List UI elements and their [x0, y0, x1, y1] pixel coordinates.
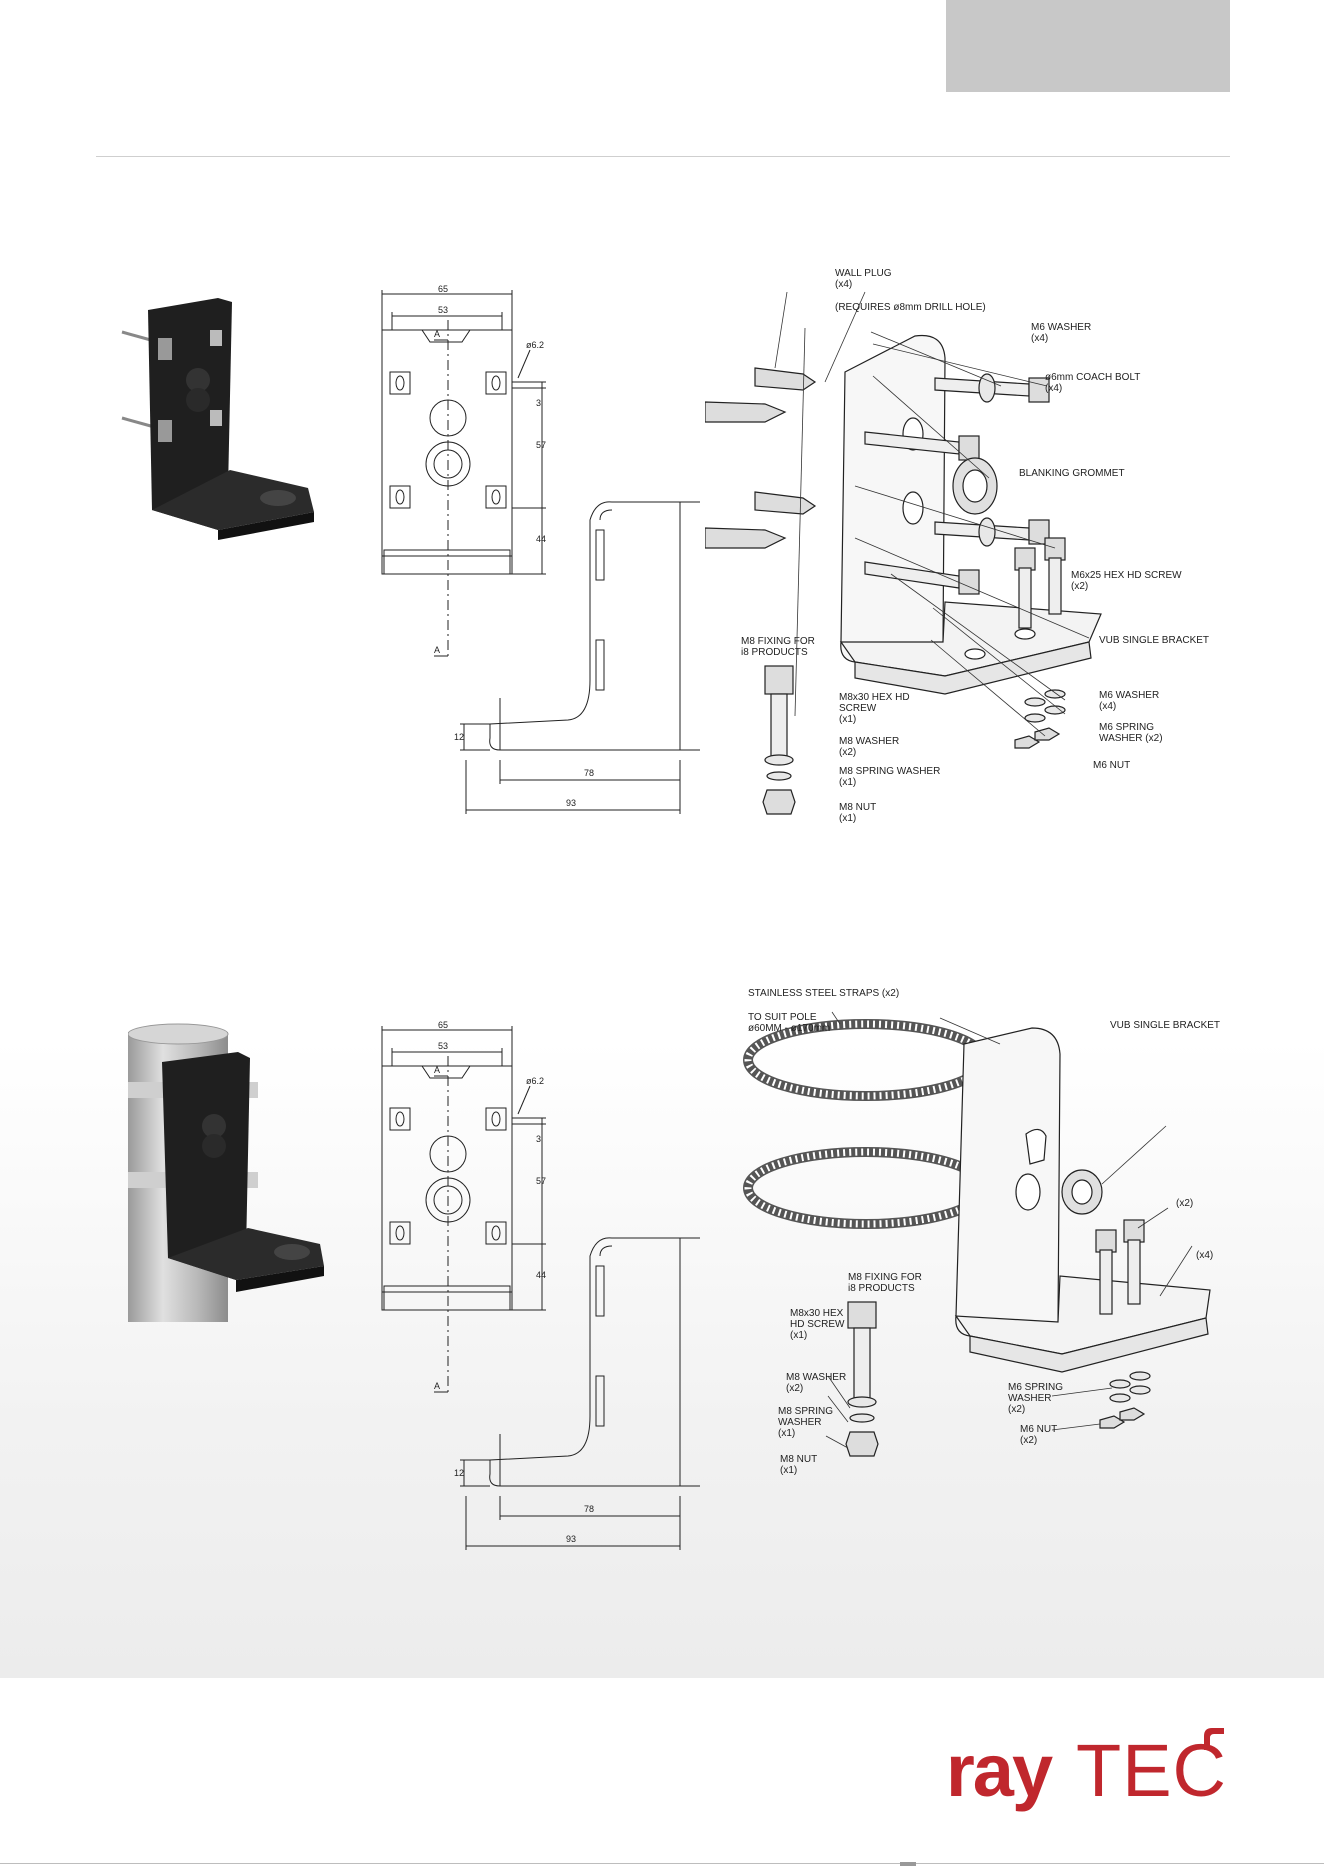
dim-57: 57 [536, 440, 546, 450]
m8x30-label-2: HD SCREW [790, 1319, 845, 1330]
logo-text-ray: ray [946, 1729, 1053, 1812]
m6-nut-qty: (x2) [1020, 1435, 1037, 1446]
m6-washer-label: M6 WASHER [1099, 690, 1159, 701]
header-tab [946, 0, 1230, 92]
x4-label: (x4) [1196, 1250, 1213, 1261]
m6-spring-qty: (x2) [1008, 1404, 1025, 1415]
suit-pole-label-1: TO SUIT POLE [748, 1012, 817, 1023]
dim-78: 78 [584, 1504, 594, 1514]
m8-fixing-label-1: M8 FIXING FOR [741, 636, 815, 647]
m8-nut-label: M8 NUT [839, 802, 876, 813]
pole-exploded-view: STAINLESS STEEL STRAPS (x2) TO SUIT POLE… [743, 988, 1220, 1476]
dim-53: 53 [438, 305, 448, 315]
dim-12: 12 [454, 732, 464, 742]
m6-nut-label: M6 NUT [1093, 760, 1130, 771]
dim-hole: ø6.2 [526, 340, 544, 350]
logo-text-tec: TEC [1076, 1729, 1227, 1812]
m8x30-qty: (x1) [790, 1330, 807, 1341]
wall-plug-label: WALL PLUG [835, 268, 892, 279]
straps-label: STAINLESS STEEL STRAPS (x2) [748, 988, 899, 999]
dim-93: 93 [566, 1534, 576, 1544]
m8-washer-label: M8 WASHER [786, 1372, 846, 1383]
m6-spring-label-1: M6 SPRING [1099, 722, 1154, 733]
dim-3: 3 [536, 1134, 541, 1144]
m8-spring-qty: (x1) [778, 1428, 795, 1439]
m8-washer-qty: (x2) [839, 747, 856, 758]
blanking-grommet-label: BLANKING GROMMET [1019, 468, 1125, 479]
wall-plug-qty: (x4) [835, 279, 852, 290]
m8-washer-label: M8 WASHER [839, 736, 899, 747]
x2-label: (x2) [1176, 1198, 1193, 1209]
suit-pole-label-2: ø60MM - ø170mm [748, 1023, 830, 1034]
wall-bracket-photo [121, 298, 314, 540]
section-a-top: A [434, 329, 440, 339]
section-a-top: A [434, 1065, 440, 1075]
dim-53: 53 [438, 1041, 448, 1051]
m6x25-label: M6x25 HEX HD SCREW [1071, 570, 1182, 581]
m8x30-label-1: M8x30 HEX HD [839, 692, 910, 703]
dim-44: 44 [536, 1270, 546, 1280]
m6-washer-top-qty: (x4) [1031, 333, 1048, 344]
footer [0, 1678, 1324, 1872]
m8-fixing-label-2: i8 PRODUCTS [848, 1283, 915, 1294]
m8x30-label-1: M8x30 HEX [790, 1308, 844, 1319]
footer-rule [0, 1863, 1324, 1864]
m6-washer-top-label: M6 WASHER [1031, 322, 1091, 333]
dim-65: 65 [438, 284, 448, 294]
pole-technical-drawing: 65 53 A A ø6.2 3 57 44 125 12 78 93 [381, 1020, 700, 1550]
m8-nut-label: M8 NUT [780, 1454, 817, 1465]
m6-washer-qty: (x4) [1099, 701, 1116, 712]
dim-57: 57 [536, 1176, 546, 1186]
dim-78: 78 [584, 768, 594, 778]
m6-spring-label-2: WASHER [1008, 1393, 1052, 1404]
dim-44: 44 [536, 534, 546, 544]
m8-nut-qty: (x1) [780, 1465, 797, 1476]
vub-single-label: VUB SINGLE BRACKET [1099, 635, 1209, 646]
m8x30-qty: (x1) [839, 714, 856, 725]
header-rule [96, 156, 1230, 157]
dim-12: 12 [454, 1468, 464, 1478]
m8x30-label-2: SCREW [839, 703, 877, 714]
pole-bracket-photo [128, 1023, 324, 1322]
wall-exploded-view: WALL PLUG (x4) (REQUIRES ø8mm DRILL HOLE… [705, 268, 1209, 824]
m8-spring-label-2: WASHER [778, 1417, 822, 1428]
m6-spring-label-1: M6 SPRING [1008, 1382, 1063, 1393]
dim-65: 65 [438, 1020, 448, 1030]
coach-bolt-label: ø6mm COACH BOLT [1045, 372, 1140, 383]
m8-washer-qty: (x2) [786, 1383, 803, 1394]
raytec-logo: ray TEC [944, 1716, 1244, 1812]
m8-nut-qty: (x1) [839, 813, 856, 824]
dim-3: 3 [536, 398, 541, 408]
section-a-bottom: A [434, 1381, 440, 1391]
wall-plug-note: (REQUIRES ø8mm DRILL HOLE) [835, 302, 986, 313]
dim-hole: ø6.2 [526, 1076, 544, 1086]
m8-fixing-label-1: M8 FIXING FOR [848, 1272, 922, 1283]
section-a-bottom: A [434, 645, 440, 655]
m6-spring-label-2: WASHER (x2) [1099, 733, 1163, 744]
m8-spring-label-1: M8 SPRING [778, 1406, 833, 1417]
vub-single-label: VUB SINGLE BRACKET [1110, 1020, 1220, 1031]
dim-93: 93 [566, 798, 576, 808]
coach-bolt-qty: (x4) [1045, 383, 1062, 394]
m6-nut-label: M6 NUT [1020, 1424, 1057, 1435]
m8-spring-label: M8 SPRING WASHER [839, 766, 940, 777]
logo-mark-icon [1204, 1728, 1224, 1750]
m8-fixing-label-2: i8 PRODUCTS [741, 647, 808, 658]
m6x25-qty: (x2) [1071, 581, 1088, 592]
m8-spring-qty: (x1) [839, 777, 856, 788]
footer-marker [900, 1862, 916, 1866]
wall-technical-drawing: 65 53 A A ø6.2 3 57 44 125 12 78 93 [381, 284, 700, 814]
